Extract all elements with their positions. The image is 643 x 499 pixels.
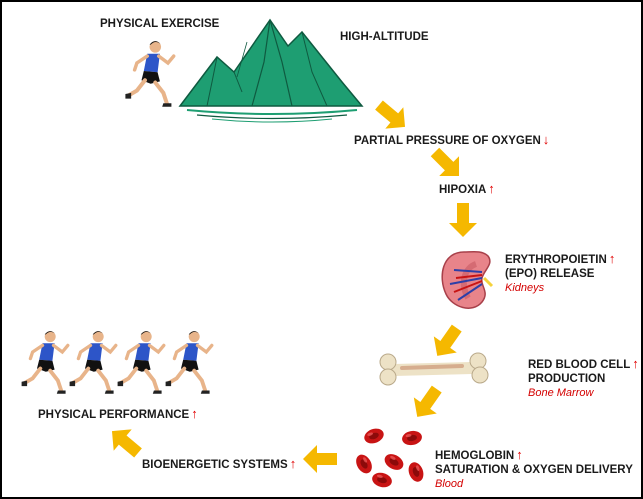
arrow	[369, 94, 415, 138]
increase-indicator: ↑	[632, 356, 639, 371]
label-physical-performance: PHYSICAL PERFORMANCE↑	[38, 407, 198, 422]
arrow	[102, 420, 148, 464]
decrease-indicator: ↓	[542, 132, 550, 147]
organ-label-kidneys: Kidneys	[505, 282, 545, 294]
label-text: PRODUCTION	[528, 373, 606, 385]
label-text: PARTIAL PRESSURE OF OXYGEN	[354, 135, 541, 147]
increase-indicator: ↑	[191, 406, 198, 421]
arrow	[303, 445, 337, 473]
label-physical-exercise: PHYSICAL EXERCISE	[100, 18, 220, 30]
label-text: SATURATION & OXYGEN DELIVERY	[435, 464, 633, 476]
increase-indicator: ↑	[289, 456, 297, 471]
arrow	[425, 142, 469, 186]
organ-label-blood: Blood	[435, 478, 464, 490]
label-text: BIOENERGETIC SYSTEMS	[142, 459, 288, 471]
label-high-altitude: HIGH-ALTITUDE	[340, 31, 429, 43]
mountain-illustration	[178, 18, 364, 123]
label-epo: ERYTHROPOIETIN↑ (EPO) RELEASE Kidneys	[505, 252, 615, 295]
label-hipoxia: HIPOXIA↑	[439, 182, 495, 197]
label-rbc-production: RED BLOOD CELL↑ PRODUCTION Bone Marrow	[528, 357, 639, 400]
label-text: ERYTHROPOIETIN	[505, 254, 607, 266]
blood-cells-icon	[352, 426, 426, 490]
bone-icon	[379, 352, 489, 386]
runner-icon	[163, 329, 214, 396]
increase-indicator: ↑	[488, 181, 495, 196]
runners-group	[19, 329, 214, 396]
label-hemoglobin: HEMOGLOBIN↑ SATURATION & OXYGEN DELIVERY…	[435, 448, 633, 491]
increase-indicator: ↑	[608, 251, 616, 266]
kidney-icon	[441, 250, 494, 309]
arrow	[405, 381, 449, 425]
organ-label-bone-marrow: Bone Marrow	[528, 387, 594, 399]
runner-icon	[67, 329, 118, 396]
label-text: PHYSICAL PERFORMANCE	[38, 409, 190, 421]
label-partial-pressure: PARTIAL PRESSURE OF OXYGEN↓	[354, 133, 549, 148]
label-text: HIPOXIA	[439, 184, 487, 196]
label-text: (EPO) RELEASE	[505, 268, 595, 280]
runner-icon	[125, 41, 173, 107]
runner-icon	[19, 329, 70, 396]
label-text: HEMOGLOBIN	[435, 450, 515, 462]
runner-icon	[115, 329, 166, 396]
arrow	[449, 203, 477, 237]
label-text: RED BLOOD CELL	[528, 359, 631, 371]
label-bioenergetic-systems: BIOENERGETIC SYSTEMS↑	[142, 457, 296, 472]
increase-indicator: ↑	[516, 447, 523, 462]
arrow	[425, 320, 469, 364]
